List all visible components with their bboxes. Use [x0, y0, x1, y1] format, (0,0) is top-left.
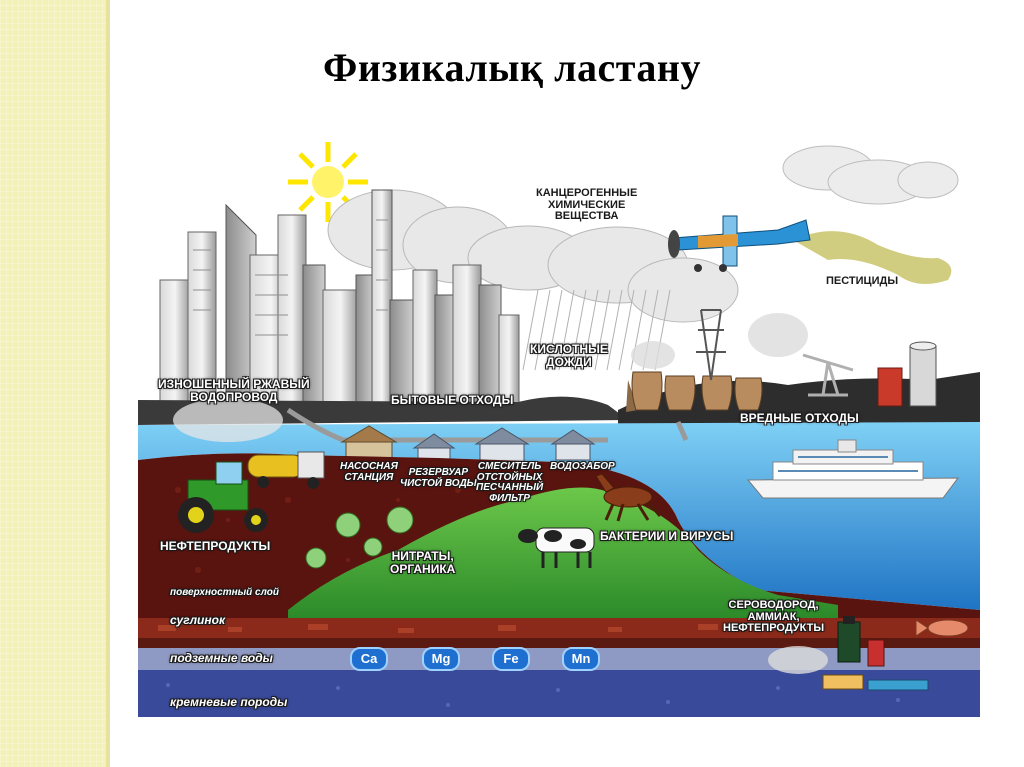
label-reservoir: РЕЗЕРВУАР ЧИСТОЙ ВОДЫ — [400, 468, 477, 489]
decorative-side-strip — [0, 0, 110, 767]
label-oil-products: НЕФТЕПРОДУКТЫ — [160, 540, 270, 553]
ion-badge-ca: Ca — [350, 647, 388, 671]
label-water-intake: ВОДОЗАБОР — [550, 462, 615, 473]
label-acid-rain: КИСЛОТНЫЕ ДОЖДИ — [530, 343, 608, 368]
ion-badge-fe: Fe — [492, 647, 530, 671]
pollution-diagram: КАНЦЕРОГЕННЫЕ ХИМИЧЕСКИЕ ВЕЩЕСТВА ПЕСТИЦ… — [138, 140, 980, 717]
label-harmful-waste: ВРЕДНЫЕ ОТХОДЫ — [740, 412, 859, 425]
exhaust-smoke — [173, 398, 283, 442]
label-mixer: СМЕСИТЕЛЬ ОТСТОЙНЫХ ПЕСЧАННЫЙ ФИЛЬТР — [476, 462, 543, 504]
ion-badge-mg: Mg — [422, 647, 460, 671]
label-surface-layer: поверхностный слой — [170, 588, 279, 599]
label-nitrates: НИТРАТЫ, ОРГАНИКА — [390, 550, 455, 575]
label-rusty-pipe: ИЗНОШЕННЫЙ РЖАВЫЙ ВОДОПРОВОД — [158, 378, 310, 403]
label-loam: суглинок — [170, 614, 225, 627]
page-title: Физикалық ластану — [0, 44, 1024, 91]
label-bacteria: БАКТЕРИИ И ВИРУСЫ — [600, 530, 733, 543]
label-siliceous: кремневые породы — [170, 696, 287, 709]
label-groundwater: подземные воды — [170, 652, 273, 665]
label-carcinogens: КАНЦЕРОГЕННЫЕ ХИМИЧЕСКИЕ ВЕЩЕСТВА — [536, 188, 637, 223]
label-h2s: СЕРОВОДОРОД, АММИАК, НЕФТЕПРОДУКТЫ — [723, 600, 824, 635]
ion-badge-mn: Mn — [562, 647, 600, 671]
label-household-waste: БЫТОВЫЕ ОТХОДЫ — [391, 394, 513, 407]
diagram-illustration — [138, 140, 980, 717]
label-pump-station: НАСОСНАЯ СТАНЦИЯ — [340, 462, 398, 483]
cloud-icon — [783, 146, 958, 204]
label-pesticides: ПЕСТИЦИДЫ — [826, 276, 898, 288]
